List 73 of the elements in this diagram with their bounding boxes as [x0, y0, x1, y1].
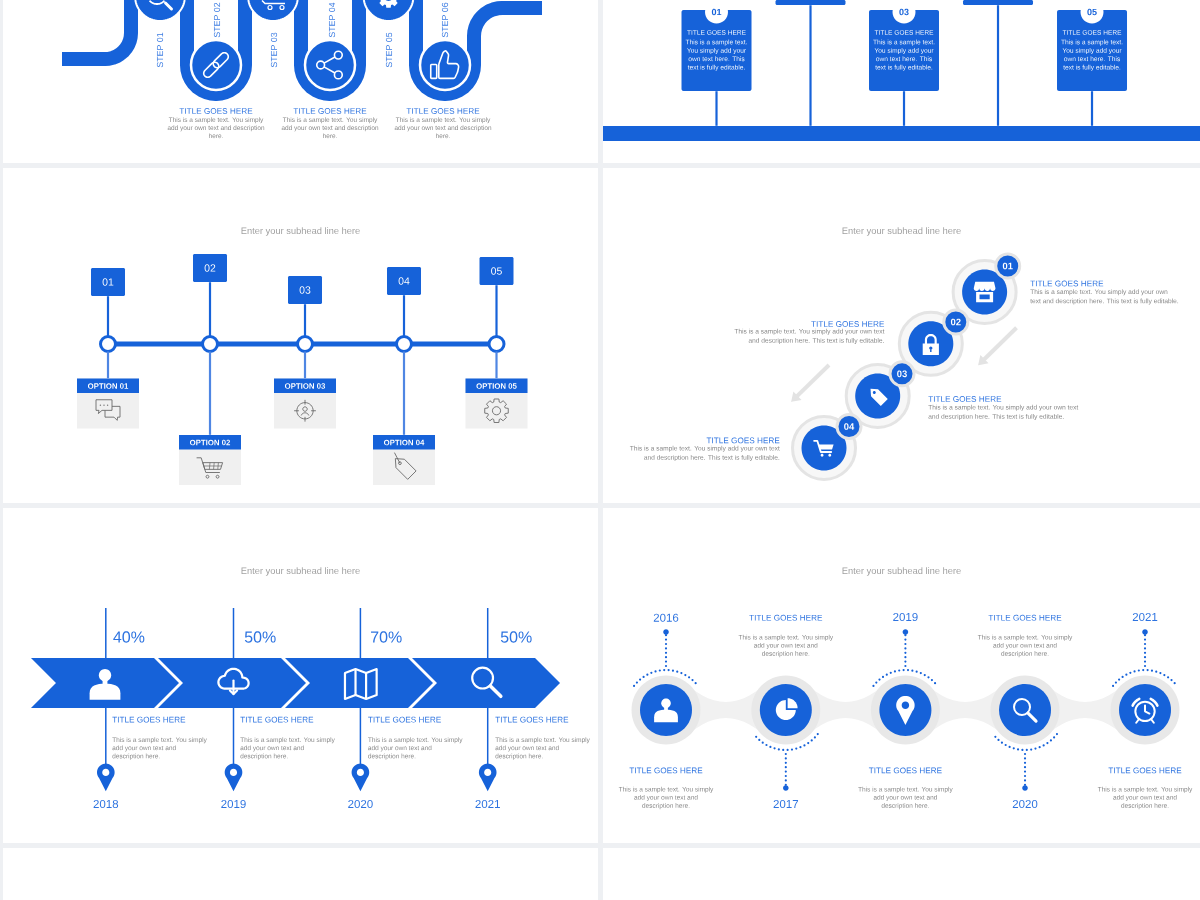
connector-line — [303, 304, 307, 337]
title-text: TITLE GOES HERE — [293, 108, 367, 114]
connector-line — [208, 351, 212, 435]
connector-line — [809, 5, 812, 126]
title-text: TITLE GOES HERE — [179, 108, 253, 114]
number-badge: 05 — [1080, 0, 1104, 24]
step-label: STEP 06 — [441, 2, 449, 38]
step-label: STEP 05 — [385, 32, 393, 68]
title-text: TITLE GOES HERE — [988, 614, 1062, 621]
info-box — [963, 0, 1033, 5]
percentage: 40% — [113, 631, 145, 643]
number-badge: 01 — [705, 0, 728, 24]
connector-line — [208, 282, 212, 337]
step-label: STEP 04 — [328, 2, 336, 38]
title-text: TITLE GOES HERE — [811, 321, 885, 327]
year-label: 2020 — [348, 799, 373, 809]
connector-line — [495, 285, 498, 337]
title-text: TITLE GOES HERE — [240, 716, 314, 723]
connector-line — [115, 341, 203, 347]
number-badge: 04 — [835, 413, 863, 440]
connector-line — [902, 91, 906, 126]
connector-line — [312, 341, 397, 347]
connector-line — [106, 351, 110, 379]
title-text: TITLE GOES HERE — [406, 108, 480, 114]
percentage: 70% — [371, 631, 402, 643]
node-label: 01 — [711, 8, 722, 16]
title-text: TITLE GOES HERE — [629, 767, 703, 774]
base-bar — [603, 126, 1200, 141]
connector-line — [217, 341, 298, 347]
year-label: 2019 — [221, 799, 246, 809]
title-text: TITLE GOES HERE — [749, 614, 823, 621]
node-label: 03 — [899, 8, 909, 16]
title-text: TITLE GOES HERE — [368, 716, 441, 723]
connector-line — [303, 351, 307, 379]
number-badge: 02 — [942, 308, 970, 336]
year-label: 2021 — [475, 799, 500, 809]
step-label: STEP 01 — [156, 32, 164, 68]
connector-line — [402, 295, 406, 337]
number-tag: 05 — [479, 257, 514, 285]
year-label: 2016 — [653, 613, 679, 622]
connector-line — [996, 5, 1000, 126]
number-tag: 02 — [193, 254, 227, 282]
number-badge: 03 — [888, 360, 916, 388]
year-label: 2021 — [1132, 612, 1158, 622]
title-text: TITLE GOES HERE — [868, 767, 942, 774]
connector-line — [495, 351, 498, 379]
connector-line — [1090, 91, 1094, 126]
title-text: TITLE GOES HERE — [1108, 767, 1182, 774]
timeline-ring — [487, 335, 506, 353]
step-label: STEP 02 — [213, 2, 221, 38]
year-label: 2017 — [773, 799, 798, 809]
number-badge: 03 — [892, 0, 916, 24]
connector-line — [715, 91, 718, 126]
title-text: TITLE GOES HERE — [495, 716, 569, 723]
year-label: 2019 — [893, 612, 918, 622]
number-tag: 03 — [288, 276, 322, 304]
connector-line — [411, 341, 489, 347]
year-label: 2018 — [93, 799, 119, 809]
title-text: TITLE GOES HERE — [928, 396, 1002, 402]
number-badge: 01 — [994, 252, 1022, 280]
title-text: TITLE GOES HERE — [112, 716, 186, 723]
percentage: 50% — [500, 631, 532, 643]
info-box — [775, 0, 846, 5]
connector-line — [106, 296, 110, 337]
year-label: 2020 — [1012, 799, 1038, 809]
step-label: STEP 03 — [270, 32, 278, 68]
title-text: TITLE GOES HERE — [1030, 280, 1104, 287]
connector-line — [402, 351, 406, 435]
percentage: 50% — [244, 631, 276, 643]
title-text: TITLE GOES HERE — [706, 437, 780, 444]
node-label: 05 — [1087, 8, 1097, 16]
number-tag: 01 — [91, 268, 125, 296]
number-tag: 04 — [387, 267, 421, 295]
